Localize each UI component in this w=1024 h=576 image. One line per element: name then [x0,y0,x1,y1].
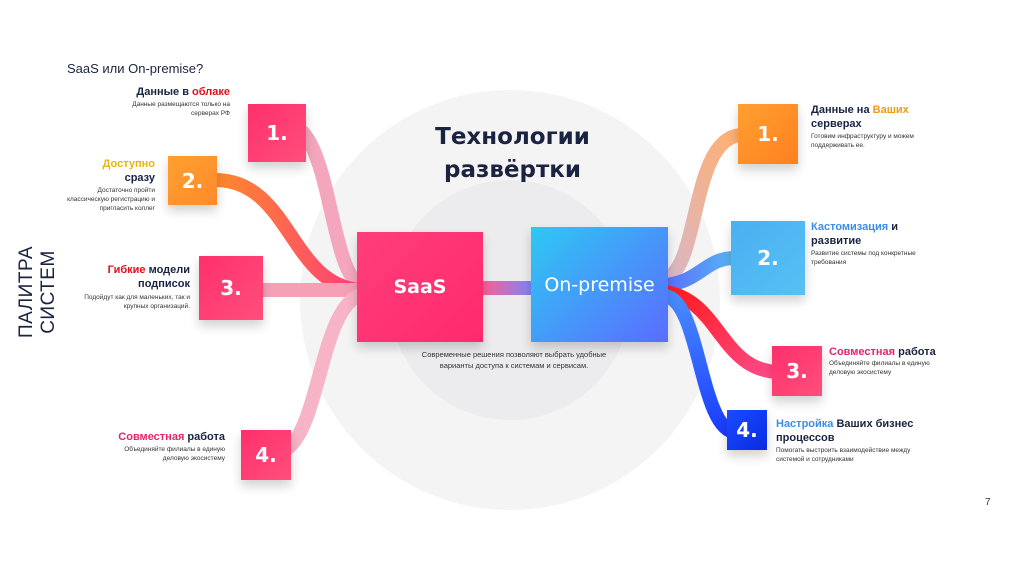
right-item-4-title: Настройка Ваших бизнес процессов [776,418,914,444]
center-title: Технологии развёртки [435,124,590,183]
left-item-4-title: Совместная работа [118,431,225,443]
left-item-4-desc: Объединяйте филиалы в единую деловую эко… [124,446,225,462]
right-box-3-number: 3. [786,359,808,383]
right-item-2-desc: Развитие системы под конкретные требован… [811,250,916,266]
connector-right-4 [662,289,737,439]
left-item-3-desc: Подойдут как для маленьких, так и крупны… [84,294,190,310]
right-box-4[interactable]: 4. [727,410,767,450]
right-box-2-number: 2. [757,246,779,270]
connector-right-1 [662,128,742,285]
right-item-3-title: Совместная работа [829,346,936,358]
right-item-2-title: Кастомизация и развитие [811,221,899,247]
left-box-1[interactable]: 1. [248,104,306,162]
left-box-4[interactable]: 4. [241,430,291,480]
center-description: Современные решения позволяют выбрать уд… [421,350,607,370]
left-item-3-title: Гибкие модели подписок [107,264,190,290]
saas-label: SaaS [393,276,447,298]
right-box-1[interactable]: 1. [738,104,798,164]
right-box-2[interactable]: 2. [731,221,805,295]
left-item-1-desc: Данные размещаются только на серверах РФ [132,101,230,117]
right-box-1-number: 1. [757,122,779,146]
right-item-1-desc: Готовим инфраструктуру и можем поддержив… [811,133,914,149]
left-item-1-title: Данные в облаке [136,86,230,98]
side-label: ПАЛИТРА СИСТЕМ [16,245,59,339]
left-box-3-number: 3. [220,276,242,300]
right-box-3[interactable]: 3. [772,346,822,396]
right-item-3-desc: Объединяйте филиалы в единую деловую эко… [829,360,930,376]
page-number: 7 [985,497,991,508]
right-box-4-number: 4. [736,418,758,442]
right-item-4-desc: Помогать выстроить взаимодействие между … [776,447,911,463]
left-box-2-number: 2. [181,168,204,193]
saas-box[interactable]: SaaS [357,232,483,342]
left-box-3[interactable]: 3. [199,256,263,320]
left-box-4-number: 4. [255,443,277,467]
left-box-1-number: 1. [266,121,288,145]
onprem-label: On-premise [544,273,655,296]
question-heading: SaaS или On-premise? [67,61,204,76]
connector-middle [482,281,534,295]
connector-left-4 [280,288,364,457]
left-box-2[interactable]: 2. [168,156,217,205]
left-item-2-desc: Достаточно пройти классическую регистрац… [67,187,155,212]
connector-right-3 [663,285,779,379]
onprem-box[interactable]: On-premise [531,227,668,342]
connector-right-2 [664,251,736,292]
